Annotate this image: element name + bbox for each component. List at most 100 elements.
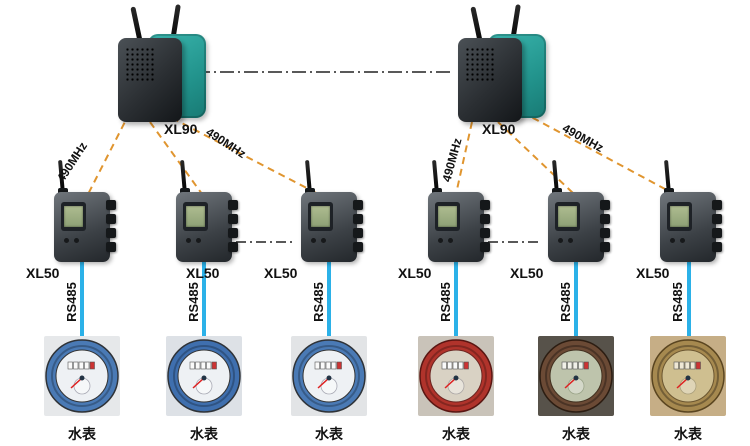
node-label: XL50 xyxy=(636,265,670,281)
water-meter-photo xyxy=(291,336,367,416)
meter-label: 水表 xyxy=(190,426,218,442)
node-device-xl50 xyxy=(52,159,122,272)
serial-bus-label: RS485 xyxy=(64,282,79,322)
node-label: XL50 xyxy=(186,265,220,281)
device-button xyxy=(196,238,201,243)
meter-label: 水表 xyxy=(562,426,590,442)
terminal-connector xyxy=(106,214,116,224)
terminal-connector xyxy=(600,228,610,238)
node-device-xl50 xyxy=(546,159,616,272)
meter-ring xyxy=(51,345,113,407)
node-body xyxy=(548,192,610,262)
wireless-link xyxy=(497,121,575,195)
terminal-connector xyxy=(480,200,490,210)
water-meter-photo xyxy=(166,336,242,416)
serial-bus-label: RS485 xyxy=(438,282,453,322)
gateway-device-xl90 xyxy=(452,4,552,126)
meter-ring xyxy=(173,345,235,407)
lcd-screen xyxy=(435,202,460,231)
terminal-connector xyxy=(106,200,116,210)
device-button xyxy=(680,238,685,243)
lcd-screen xyxy=(61,202,86,231)
gateway-label: XL90 xyxy=(482,121,516,137)
terminal-connector xyxy=(228,228,238,238)
odometer-digits xyxy=(314,361,342,370)
lcd-display xyxy=(311,206,330,227)
terminal-connector xyxy=(228,242,238,252)
water-meter-photo xyxy=(650,336,726,416)
node-body xyxy=(428,192,490,262)
speaker-grille-icon xyxy=(465,47,495,81)
meter-label: 水表 xyxy=(68,426,96,442)
meter-label: 水表 xyxy=(674,426,702,442)
device-button xyxy=(321,238,326,243)
lcd-screen xyxy=(555,202,580,231)
meter-label: 水表 xyxy=(315,426,343,442)
odometer-digits xyxy=(189,361,217,370)
needle-cap xyxy=(326,375,332,381)
terminal-connector xyxy=(353,200,363,210)
meter-ring xyxy=(425,345,487,407)
node-label: XL50 xyxy=(510,265,544,281)
odometer-digits xyxy=(441,361,469,370)
serial-bus-label: RS485 xyxy=(311,282,326,322)
meter-ring xyxy=(298,345,360,407)
wireless-link xyxy=(81,111,131,207)
terminal-connector xyxy=(712,214,722,224)
meter-ring xyxy=(657,345,719,407)
device-button xyxy=(558,238,563,243)
terminal-connector xyxy=(600,200,610,210)
device-button xyxy=(438,238,443,243)
node-body xyxy=(301,192,363,262)
terminal-connector xyxy=(712,228,722,238)
device-button xyxy=(186,238,191,243)
node-label: XL50 xyxy=(398,265,432,281)
device-button xyxy=(448,238,453,243)
lcd-display xyxy=(64,206,83,227)
device-button xyxy=(64,238,69,243)
terminal-connector xyxy=(712,242,722,252)
needle-cap xyxy=(573,375,579,381)
device-button xyxy=(74,238,79,243)
terminal-connector xyxy=(228,214,238,224)
terminal-connector xyxy=(106,242,116,252)
water-meter-photo xyxy=(538,336,614,416)
gateway-front-panel xyxy=(458,38,522,122)
node-label: XL50 xyxy=(26,265,60,281)
node-body xyxy=(660,192,722,262)
node-device-xl50 xyxy=(426,159,496,272)
serial-bus-label: RS485 xyxy=(186,282,201,322)
terminal-connector xyxy=(353,228,363,238)
lcd-display xyxy=(438,206,457,227)
needle-cap xyxy=(685,375,691,381)
node-device-xl50 xyxy=(658,159,728,272)
device-button xyxy=(311,238,316,243)
speaker-grille-icon xyxy=(125,47,155,81)
device-button xyxy=(670,238,675,243)
terminal-connector xyxy=(228,200,238,210)
needle-cap xyxy=(79,375,85,381)
gateway-label: XL90 xyxy=(164,121,198,137)
node-device-xl50 xyxy=(299,159,369,272)
terminal-connector xyxy=(600,242,610,252)
lcd-screen xyxy=(183,202,208,231)
node-device-xl50 xyxy=(174,159,244,272)
wireless-link xyxy=(455,121,473,195)
needle-cap xyxy=(453,375,459,381)
device-button xyxy=(568,238,573,243)
lcd-screen xyxy=(308,202,333,231)
odometer-digits xyxy=(673,361,701,370)
terminal-connector xyxy=(480,242,490,252)
water-meter-photo xyxy=(44,336,120,416)
meter-label: 水表 xyxy=(442,426,470,442)
node-label: XL50 xyxy=(264,265,298,281)
terminal-connector xyxy=(353,214,363,224)
gateway-front-panel xyxy=(118,38,182,122)
wireless-link xyxy=(149,121,203,195)
odometer-digits xyxy=(67,361,95,370)
water-meter-photo xyxy=(418,336,494,416)
wireless-link xyxy=(171,117,323,197)
terminal-connector xyxy=(480,228,490,238)
